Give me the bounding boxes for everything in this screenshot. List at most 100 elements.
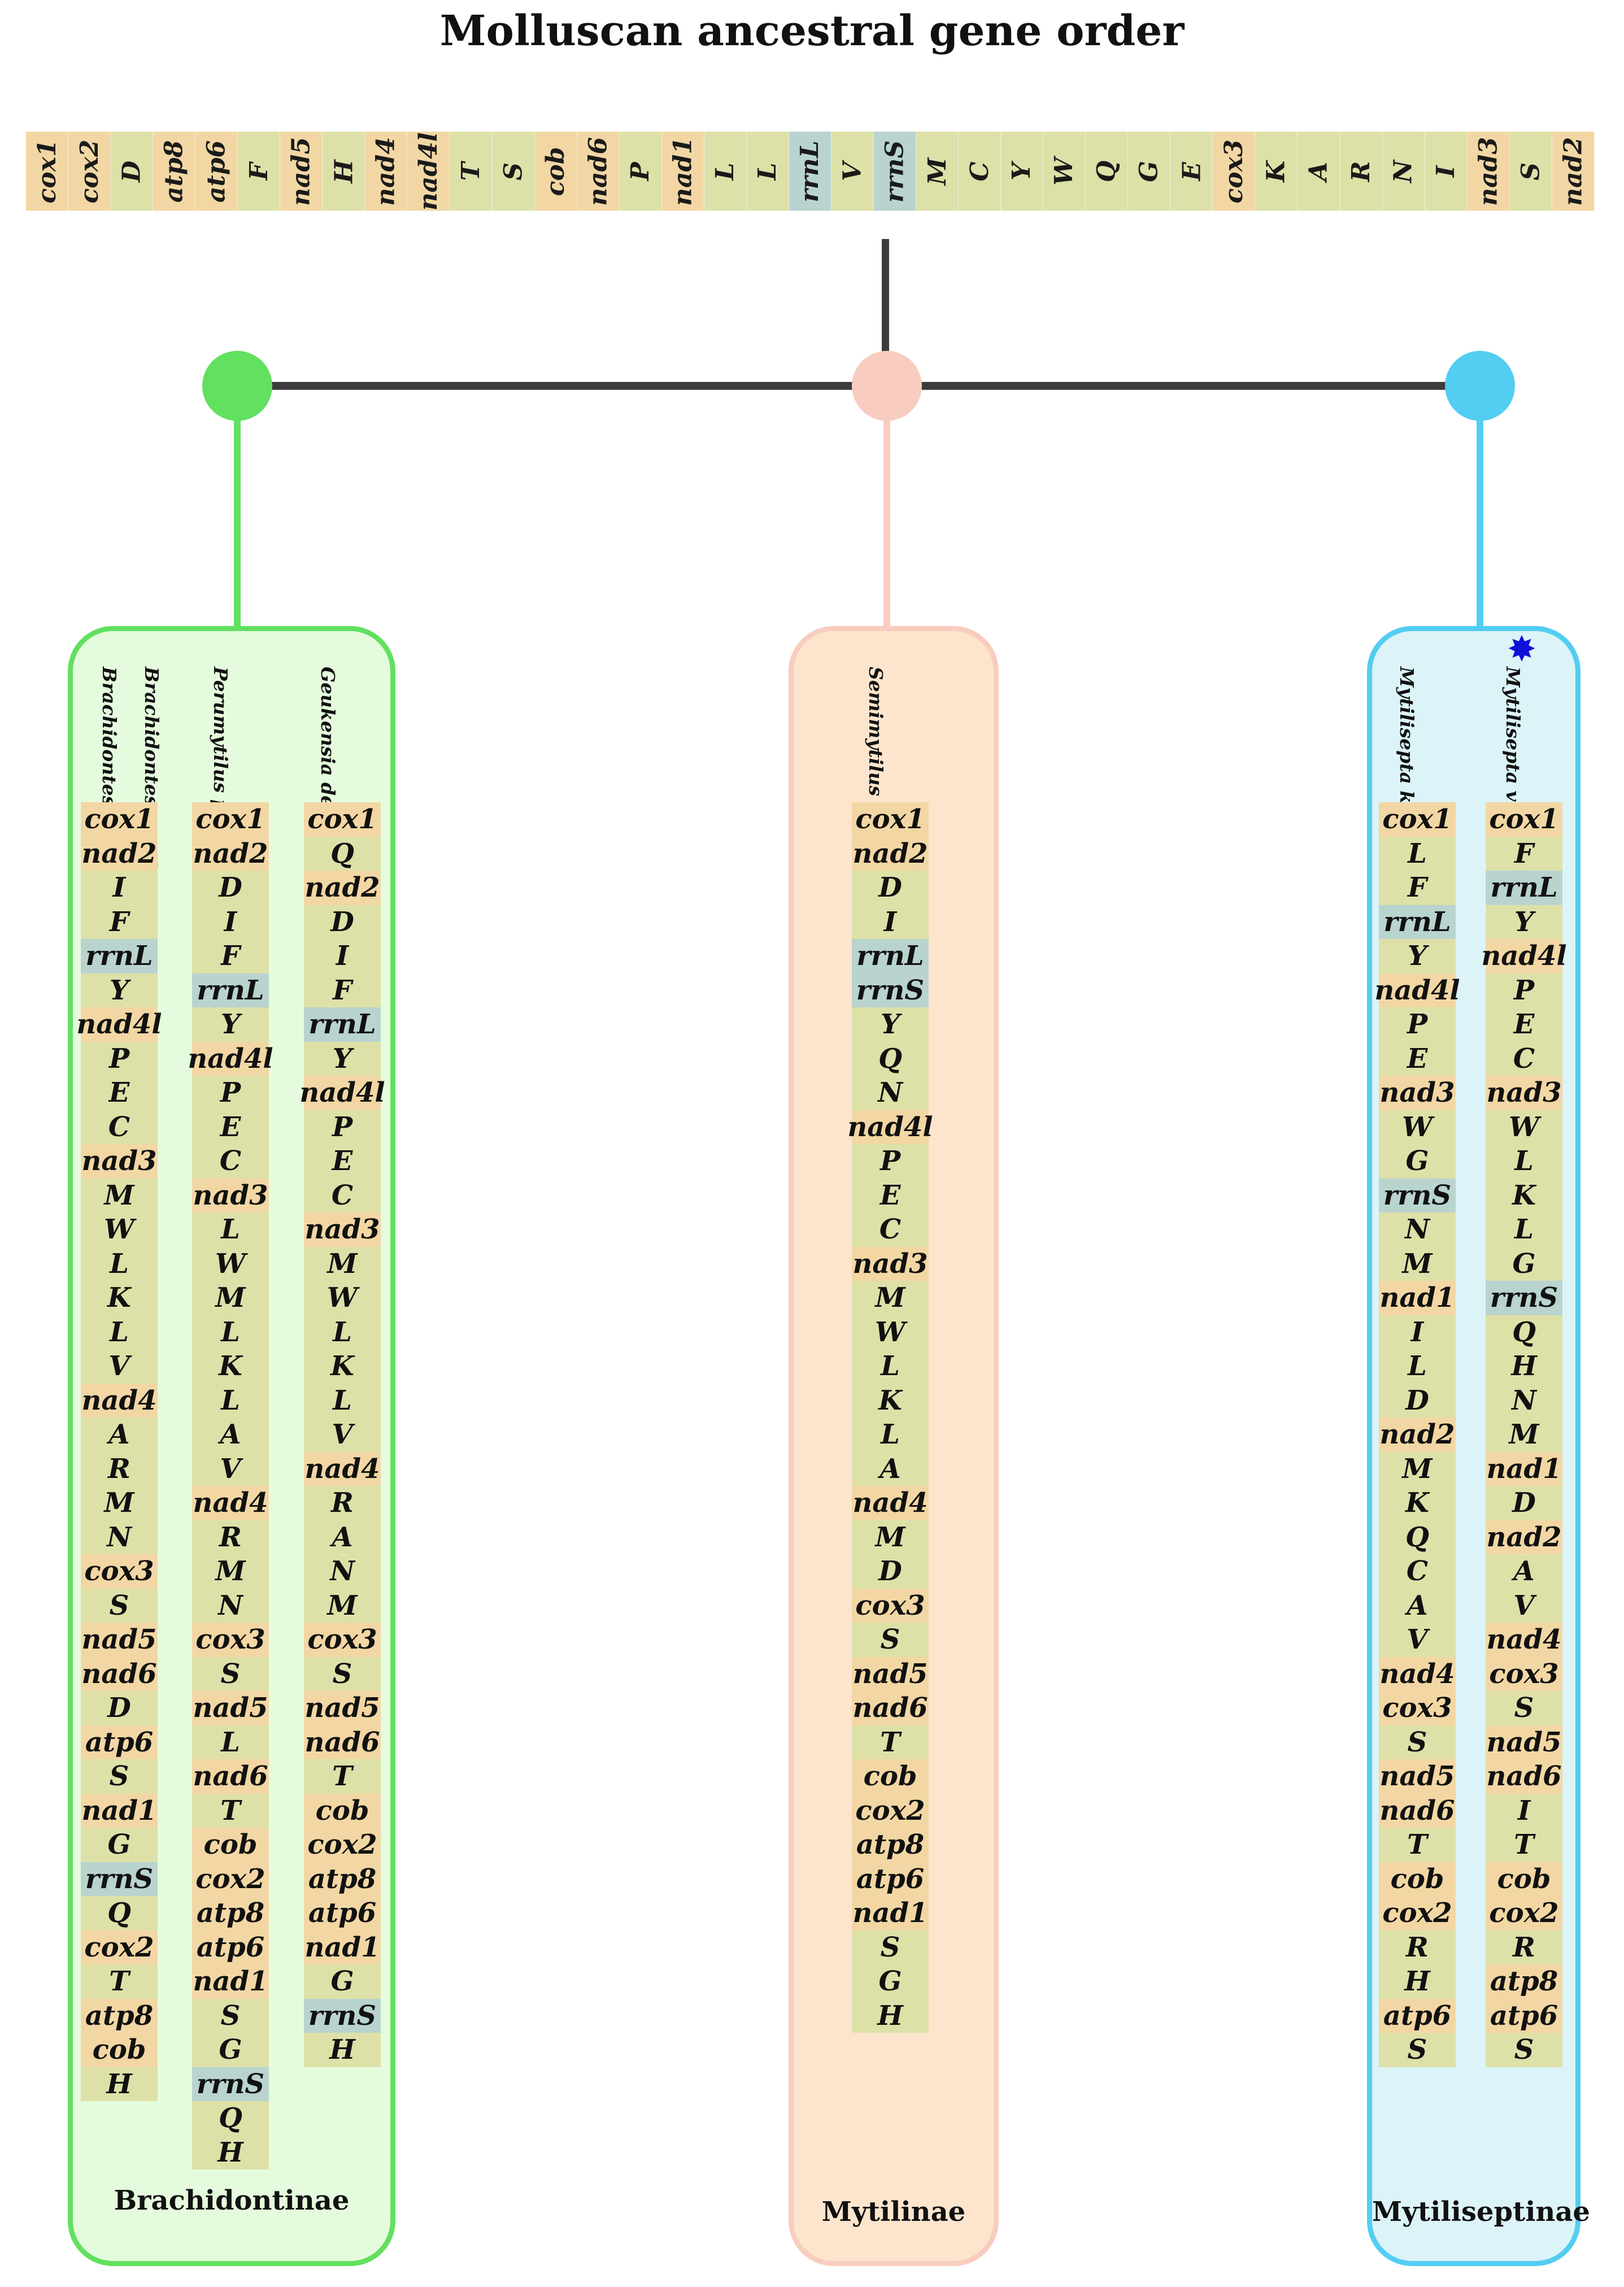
gene-V: V (304, 1418, 381, 1452)
gene-label: nad1 (668, 137, 698, 206)
gene-cob: cob (1379, 1862, 1456, 1896)
gene-Q: Q (81, 1896, 158, 1931)
gene-label: Y (1007, 162, 1037, 180)
gene-H: H (304, 2033, 381, 2067)
gene-L: L (304, 1315, 381, 1349)
gene-nad6: nad6 (81, 1656, 158, 1691)
gene-atp8: atp8 (852, 1828, 929, 1862)
gene-nad4l: nad4l (1374, 973, 1460, 1007)
gene-label: L (711, 162, 740, 180)
gene-label: E (1177, 162, 1206, 181)
brachidontinae-stem (234, 418, 241, 628)
gene-L: L (81, 1315, 158, 1349)
ancestral-gene-P: P (619, 132, 662, 211)
gene-L: L (81, 1246, 158, 1281)
gene-R: R (192, 1520, 269, 1554)
gene-G: G (1379, 1144, 1456, 1179)
mytiliseptinae-stem (1477, 418, 1483, 628)
gene-nad1: nad1 (81, 1793, 158, 1828)
gene-label: M (922, 157, 952, 185)
gene-L: L (1379, 836, 1456, 871)
ancestral-gene-F: F (238, 132, 281, 211)
gene-P: P (1486, 973, 1562, 1007)
gene-T: T (192, 1793, 269, 1828)
gene-cox1: cox1 (1486, 802, 1562, 837)
gene-atp6: atp6 (1486, 1998, 1562, 2033)
gene-cox1: cox1 (192, 802, 269, 837)
ancestral-gene-cox1: cox1 (26, 132, 69, 211)
gene-A: A (304, 1520, 381, 1554)
gene-nad6: nad6 (1486, 1759, 1562, 1794)
gene-cox3: cox3 (1379, 1691, 1456, 1725)
gene-V: V (81, 1349, 158, 1384)
gene-F: F (304, 973, 381, 1007)
gene-I: I (1486, 1793, 1562, 1828)
gene-nad4: nad4 (1486, 1623, 1562, 1657)
clade-label: Brachidontinae (114, 2185, 350, 2216)
gene-cox3: cox3 (1486, 1656, 1562, 1691)
gene-nad5: nad5 (1379, 1759, 1456, 1794)
gene-cox2: cox2 (1486, 1896, 1562, 1931)
gene-P: P (192, 1076, 269, 1110)
gene-cob: cob (852, 1759, 929, 1794)
tree-trunk (882, 239, 889, 385)
gene-label: T (456, 162, 485, 181)
gene-S: S (1379, 1725, 1456, 1759)
gene-P: P (1379, 1007, 1456, 1042)
gene-label: K (1261, 160, 1291, 182)
gene-V: V (1379, 1623, 1456, 1657)
gene-nad4: nad4 (304, 1451, 381, 1486)
gene-M: M (304, 1588, 381, 1623)
ancestral-gene-W: W (1043, 132, 1086, 211)
gene-atp8: atp8 (1486, 1964, 1562, 1999)
gene-G: G (81, 1828, 158, 1862)
gene-N: N (1379, 1212, 1456, 1247)
gene-rrnS: rrnS (192, 2067, 269, 2101)
gene-H: H (1379, 1964, 1456, 1999)
gene-Q: Q (852, 1041, 929, 1076)
gene-rrnS: rrnS (81, 1862, 158, 1896)
gene-V: V (1486, 1588, 1562, 1623)
gene-W: W (1379, 1110, 1456, 1144)
ancestral-gene-nad4l: nad4l (407, 132, 450, 211)
gene-nad6: nad6 (1379, 1793, 1456, 1828)
gene-H: H (192, 2135, 269, 2169)
gene-W: W (81, 1212, 158, 1247)
gene-nad2: nad2 (852, 836, 929, 871)
gene-cox2: cox2 (192, 1862, 269, 1896)
gene-cox2: cox2 (1379, 1896, 1456, 1931)
gene-T: T (304, 1759, 381, 1794)
gene-G: G (852, 1964, 929, 1999)
species-label: Brachidontes exustus (141, 667, 163, 893)
gene-nad4: nad4 (1379, 1656, 1456, 1691)
gene-V: V (192, 1451, 269, 1486)
gene-nad3: nad3 (304, 1212, 381, 1247)
gene-cox3: cox3 (192, 1623, 269, 1657)
gene-label: W (1050, 157, 1079, 185)
gene-Q: Q (1379, 1520, 1456, 1554)
gene-nad5: nad5 (81, 1623, 158, 1657)
ancestral-gene-V: V (831, 132, 874, 211)
gene-S: S (1379, 2033, 1456, 2067)
gene-S: S (852, 1623, 929, 1657)
gene-H: H (852, 1998, 929, 2033)
gene-K: K (81, 1281, 158, 1315)
gene-L: L (852, 1349, 929, 1384)
brachidontinae-node (202, 351, 272, 421)
species-label: Mytilisepta keenae (1396, 667, 1418, 865)
gene-cox1: cox1 (852, 802, 929, 837)
ancestral-gene-nad6: nad6 (577, 132, 620, 211)
gene-D: D (192, 871, 269, 905)
gene-label: rrnS (880, 140, 909, 203)
gene-cox3: cox3 (852, 1588, 929, 1623)
gene-K: K (192, 1349, 269, 1384)
ancestral-gene-I: I (1425, 132, 1468, 211)
gene-W: W (304, 1281, 381, 1315)
gene-label: D (117, 160, 146, 182)
gene-Q: Q (192, 2101, 269, 2136)
clade-label: Mytiliseptinae (1372, 2196, 1590, 2228)
ancestral-gene-cox3: cox3 (1213, 132, 1256, 211)
ancestral-gene-T: T (450, 132, 493, 211)
